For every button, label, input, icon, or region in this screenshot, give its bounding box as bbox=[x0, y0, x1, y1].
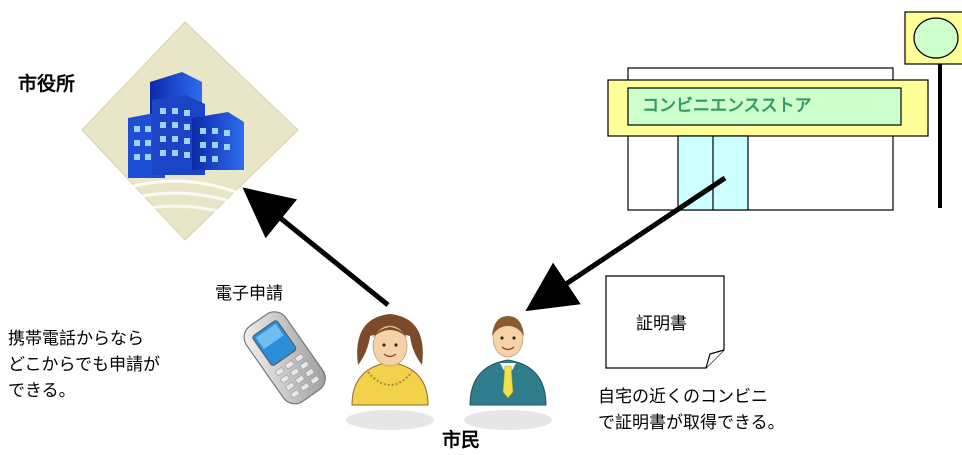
mobile-phone-icon bbox=[243, 311, 326, 405]
mobile-note-line: できる。 bbox=[8, 381, 76, 401]
certificate-document-icon bbox=[605, 275, 725, 369]
store-note: 自宅の近くのコンビニ で証明書が取得できる。 bbox=[598, 384, 785, 436]
mobile-note: 携帯電話からなら どこからでも申請が できる。 bbox=[8, 326, 160, 404]
arrow-from-store bbox=[525, 175, 727, 312]
mobile-note-line: どこからでも申請が bbox=[8, 355, 160, 375]
convenience-store-icon bbox=[607, 11, 962, 211]
man-citizen-icon bbox=[464, 316, 552, 430]
certificate-label: 証明書 bbox=[636, 314, 687, 334]
store-note-line: で証明書が取得できる。 bbox=[598, 413, 785, 433]
arrow-to-city-hall bbox=[242, 187, 390, 307]
store-note-line: 自宅の近くのコンビニ bbox=[598, 387, 768, 407]
office-building-icon bbox=[81, 21, 299, 241]
citizens-label: 市民 bbox=[442, 429, 481, 451]
store-sign-label: コンビニエンスストア bbox=[642, 96, 812, 116]
mobile-note-line: 携帯電話からなら bbox=[8, 329, 144, 349]
woman-citizen-icon bbox=[346, 314, 434, 430]
city-hall-label: 市役所 bbox=[18, 73, 76, 95]
e-application-label: 電子申請 bbox=[215, 284, 283, 304]
